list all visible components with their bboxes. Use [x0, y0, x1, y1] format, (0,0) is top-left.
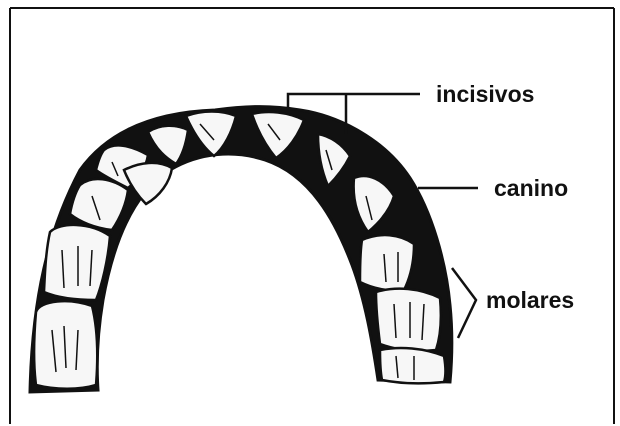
molars-leader — [452, 268, 476, 338]
label-canine: canino — [494, 175, 568, 201]
left-molar-top — [44, 225, 110, 300]
label-molars: molares — [486, 287, 574, 313]
right-premolar — [360, 235, 414, 290]
label-incisors: incisivos — [436, 81, 534, 107]
right-molar-bottom — [380, 348, 446, 383]
right-molar-top — [376, 289, 441, 351]
